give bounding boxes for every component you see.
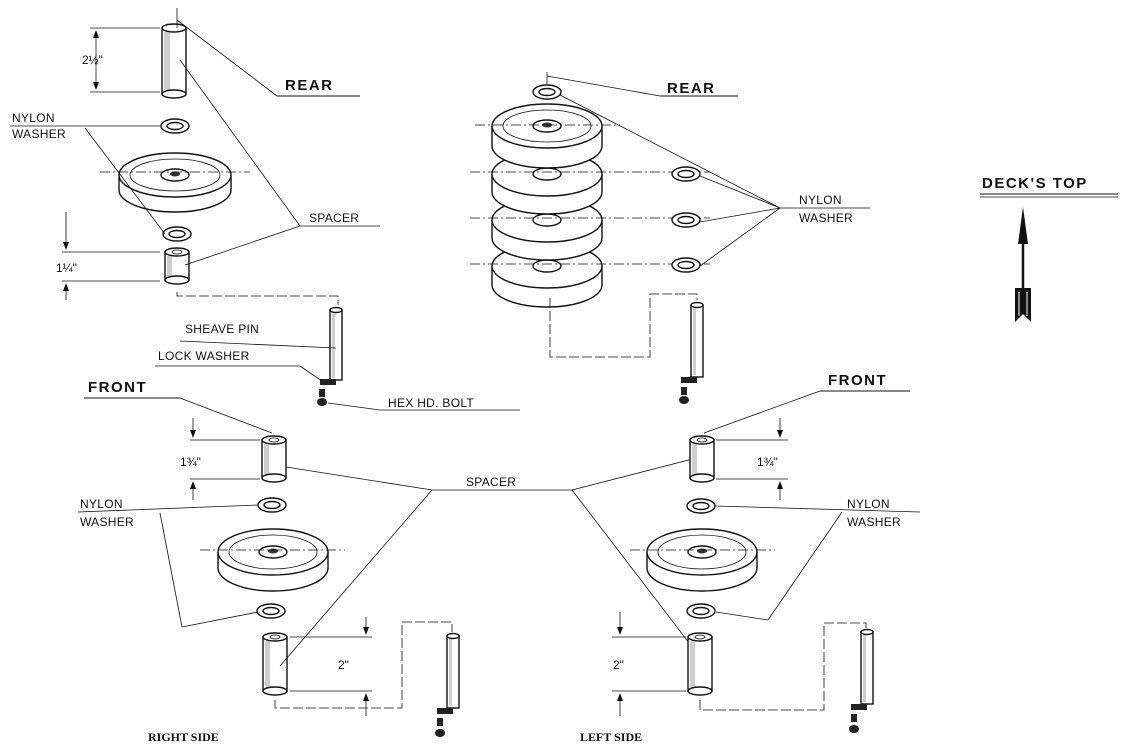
sheave-pin <box>329 306 343 381</box>
lock-washer <box>320 379 336 385</box>
spacer-label: SPACER <box>309 211 359 225</box>
sheave-pin <box>849 628 874 733</box>
rear-left-assembly: 2½" REAR <box>10 8 520 411</box>
nylon-washer <box>671 212 701 228</box>
sheave-pulley <box>630 528 775 592</box>
dimension-1-3-4-left: 1¾" <box>757 455 778 469</box>
rear-label-left: REAR <box>285 77 334 94</box>
decks-top-indicator: DECK'S TOP <box>980 175 1118 322</box>
sheave-pulley <box>491 103 603 169</box>
nylon-label: NYLON <box>80 497 123 511</box>
dimension-2-1-2: 2½" <box>82 53 103 67</box>
washer-label: WASHER <box>80 515 134 529</box>
hex-bolt <box>317 389 327 406</box>
nylon-label: NYLON <box>12 111 55 125</box>
rear-stack-assembly: REAR <box>470 72 870 404</box>
lock-washer-label: LOCK WASHER <box>158 349 250 363</box>
spacer-bottom <box>687 632 713 696</box>
dimension-1-1-4: 1¼" <box>56 261 77 275</box>
sheave-pulley <box>200 528 345 592</box>
spacer-bottom <box>262 632 288 696</box>
nylon-washer <box>160 118 190 134</box>
dimension-2-right: 2" <box>338 658 349 672</box>
spacer-label-center: SPACER <box>466 475 516 489</box>
front-right-side-assembly: FRONT 1¾" <box>77 379 460 744</box>
nylon-washer <box>256 603 286 619</box>
arrow-up-icon <box>1015 207 1031 322</box>
washer-label: WASHER <box>847 515 901 529</box>
dimension-1-3-4-right: 1¾" <box>180 455 201 469</box>
nylon-washer <box>686 603 716 619</box>
spacer-top <box>261 435 287 483</box>
front-label-left: FRONT <box>88 379 147 396</box>
hex-bolt-label: HEX HD. BOLT <box>388 396 474 410</box>
rear-label-right: REAR <box>667 80 716 97</box>
sheave-pin-label: SHEAVE PIN <box>185 322 259 336</box>
sheave-pin <box>435 632 460 737</box>
spacer-long <box>161 23 187 99</box>
spacer-short <box>164 247 190 285</box>
nylon-label: NYLON <box>799 193 842 207</box>
right-side-label: RIGHT SIDE <box>148 730 219 744</box>
left-side-label: LEFT SIDE <box>580 730 642 744</box>
nylon-label: NYLON <box>847 497 890 511</box>
dimension-2-left: 2" <box>613 658 624 672</box>
nylon-washer <box>532 84 562 100</box>
front-label-right: FRONT <box>828 372 887 389</box>
sheave-pulley <box>100 152 250 213</box>
nylon-washer <box>686 498 716 514</box>
sheave-pin <box>679 301 704 404</box>
nylon-washer <box>257 497 287 513</box>
front-left-side-assembly: FRONT 1¾" <box>580 372 921 744</box>
nylon-washer <box>671 257 701 273</box>
washer-label: WASHER <box>12 127 66 141</box>
nylon-washer <box>162 226 192 242</box>
spacer-top <box>689 435 715 483</box>
washer-label: WASHER <box>799 211 853 225</box>
decks-top-label: DECK'S TOP <box>982 175 1088 192</box>
nylon-washer <box>671 166 701 182</box>
spacer-callout-center: SPACER <box>279 454 709 667</box>
